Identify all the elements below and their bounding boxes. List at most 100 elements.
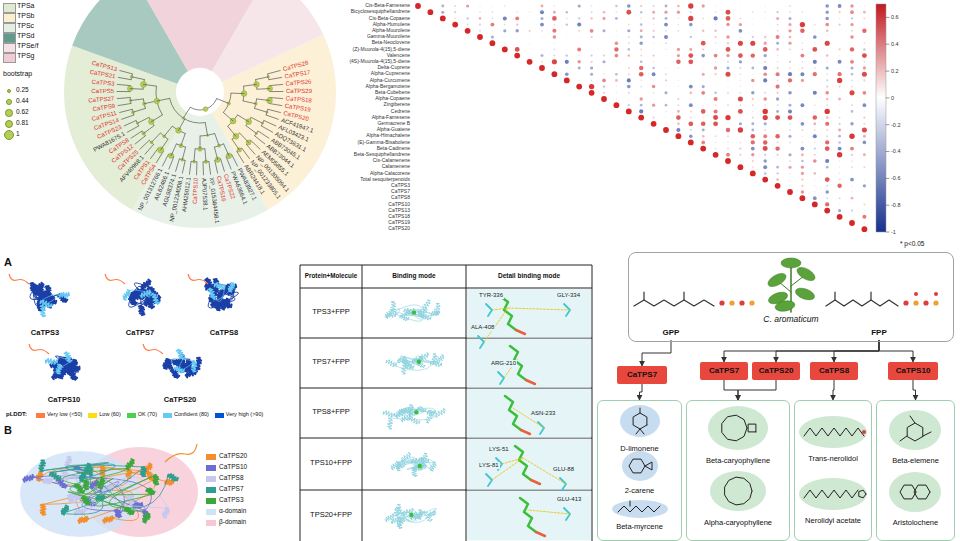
skeletal-ring xyxy=(914,485,930,499)
row-label: (Z)-Muurola-4(15),5-diene xyxy=(352,47,410,53)
connector xyxy=(913,380,916,400)
bond xyxy=(834,292,835,300)
correlation-dot xyxy=(851,110,854,113)
correlation-dot xyxy=(688,3,693,8)
correlation-dot xyxy=(640,18,642,20)
correlation-dot xyxy=(701,41,706,46)
correlation-dot xyxy=(517,5,518,6)
ligand-stick xyxy=(515,446,531,480)
correlation-dot xyxy=(553,35,557,39)
branch xyxy=(215,134,219,146)
row-label: Delta-Cuprene xyxy=(377,65,410,71)
correlation-dot xyxy=(727,86,728,87)
correlation-dot xyxy=(578,36,579,37)
helix xyxy=(139,306,145,316)
correlation-dot xyxy=(616,86,618,88)
ligand-stick xyxy=(500,296,516,330)
correlation-dot xyxy=(826,185,828,187)
skeletal-chain xyxy=(634,300,714,306)
correlation-dot xyxy=(640,86,642,88)
correlation-dot xyxy=(777,141,779,143)
correlation-dot xyxy=(665,55,666,56)
correlation-dot xyxy=(864,98,865,99)
correlation-dot xyxy=(776,17,779,20)
branch xyxy=(232,139,239,150)
enzyme-box: CaTPS7 xyxy=(700,362,748,380)
correlation-dot xyxy=(802,18,803,19)
helix xyxy=(123,290,130,300)
correlation-dot xyxy=(788,72,792,76)
loop xyxy=(403,309,422,314)
correlation-dot xyxy=(826,79,828,81)
correlation-dot xyxy=(539,65,545,71)
branch xyxy=(268,71,281,74)
correlation-dot xyxy=(801,122,805,126)
correlation-dot xyxy=(864,86,865,87)
correlation-dot xyxy=(653,49,654,50)
correlation-dot xyxy=(415,3,421,9)
correlation-dot xyxy=(863,123,865,125)
correlation-dot xyxy=(701,109,706,114)
correlation-dot xyxy=(826,54,829,57)
correlation-dot xyxy=(788,115,793,120)
correlation-dot xyxy=(541,30,543,32)
correlation-dot xyxy=(763,159,766,162)
correlation-dot xyxy=(690,67,691,68)
correlation-dot xyxy=(715,61,717,63)
correlation-dot xyxy=(527,59,533,65)
correlation-dot xyxy=(764,172,767,175)
correlation-dot xyxy=(751,79,754,82)
node-text: CaTPS20 xyxy=(752,366,800,375)
atom xyxy=(739,300,744,305)
branch xyxy=(232,154,238,166)
correlation-dot xyxy=(628,42,630,44)
skeletal-ring xyxy=(633,413,647,429)
tree xyxy=(64,0,336,228)
branch xyxy=(181,134,185,146)
correlation-dot xyxy=(752,11,754,13)
branch xyxy=(182,147,185,160)
correlation-dot xyxy=(665,30,667,32)
correlation-dot xyxy=(863,91,867,95)
correlation-dot xyxy=(777,61,779,63)
correlation-dot xyxy=(552,59,557,64)
hydrogen-bond xyxy=(492,308,508,310)
branch xyxy=(157,98,170,101)
residue-stick xyxy=(478,336,484,348)
row-label: Alpha-Humulene xyxy=(373,22,410,28)
correlation-dot xyxy=(788,42,791,45)
correlation-dot xyxy=(515,47,520,52)
helix xyxy=(151,293,160,304)
branch xyxy=(269,104,282,106)
organism-box: C. aromaticumGPPFPP xyxy=(628,252,954,342)
branch xyxy=(246,126,256,134)
label-text: bootstrap xyxy=(3,70,32,78)
correlation-dot xyxy=(814,191,816,193)
correlation-dot xyxy=(776,42,779,45)
correlation-dot xyxy=(678,86,679,87)
correlation-dot xyxy=(714,109,718,113)
row-label: Cis-Beta-Copaene xyxy=(369,16,410,22)
correlation-dot xyxy=(665,117,667,119)
row-label: Alpha-Cuprenene xyxy=(371,71,410,77)
correlation-dot xyxy=(740,5,741,6)
legend-swatch xyxy=(206,454,216,460)
correlation-dot xyxy=(838,135,841,138)
correlation-dot xyxy=(777,5,778,6)
correlation-dot xyxy=(727,5,728,6)
helix xyxy=(391,461,398,470)
correlation-dot xyxy=(653,42,655,44)
branch xyxy=(238,115,249,122)
legend-text: Confident (80) xyxy=(174,411,209,417)
skeletal-ring xyxy=(907,423,923,441)
branch xyxy=(255,136,265,144)
correlation-dot xyxy=(628,24,630,26)
plant-leaf xyxy=(766,271,788,290)
correlation-dot xyxy=(640,36,643,39)
row-label: Alpha-Guaiene xyxy=(377,127,410,133)
correlation-dot xyxy=(839,67,840,68)
correlation-dot xyxy=(802,142,804,144)
correlation-dot xyxy=(566,67,567,68)
correlation-dot xyxy=(826,86,828,88)
correlation-dot xyxy=(726,128,730,132)
